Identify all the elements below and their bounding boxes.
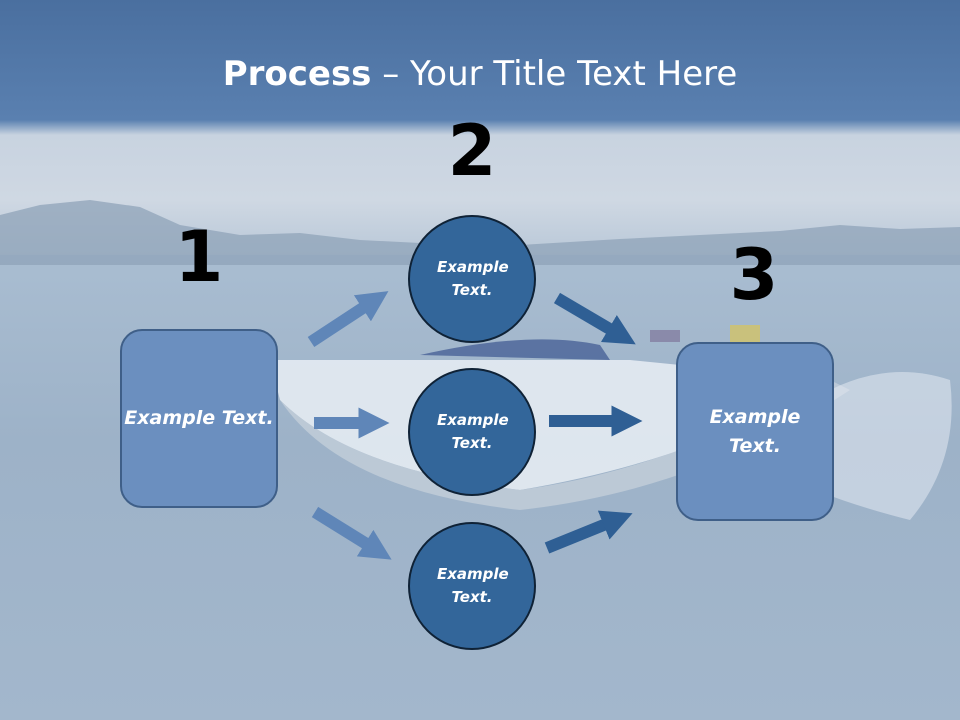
node-left-label: Example Text. <box>124 407 274 429</box>
node-circle-middle-label: Example Text. <box>437 411 509 452</box>
step-number-3: 3 <box>729 234 779 316</box>
arrow-bottom-to-right <box>544 510 633 554</box>
slide-title: Process – Your Title Text Here <box>0 52 960 96</box>
arrow-left-to-bottom <box>311 506 392 560</box>
node-right-label: Example Text. <box>709 405 801 457</box>
arrow-top-to-right <box>553 292 636 345</box>
node-circle-top-label: Example Text. <box>437 258 509 299</box>
node-circle-bottom: Example Text. <box>408 522 536 650</box>
title-rest: – Your Title Text Here <box>371 54 738 94</box>
step-number-1: 1 <box>174 216 224 298</box>
step-number-2: 2 <box>447 110 497 192</box>
mountains-background <box>0 200 960 265</box>
node-right-box: Example Text. <box>676 342 834 521</box>
node-left-box: Example Text. <box>120 329 278 508</box>
node-circle-bottom-label: Example Text. <box>437 565 509 606</box>
arrow-left-to-top <box>307 291 389 348</box>
node-circle-middle: Example Text. <box>408 368 536 496</box>
node-circle-top: Example Text. <box>408 215 536 343</box>
title-bold: Process <box>222 54 372 94</box>
